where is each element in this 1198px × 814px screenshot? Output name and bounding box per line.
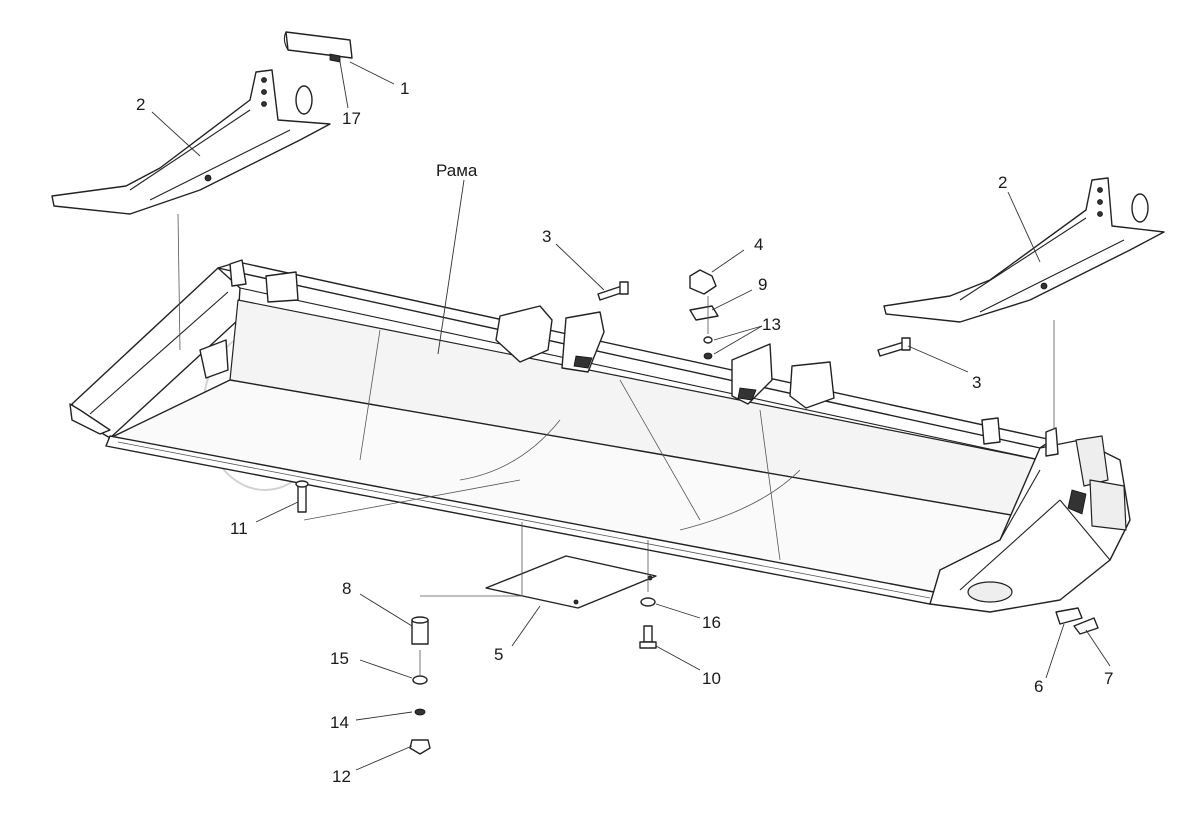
part-8-spacer: [411, 616, 429, 645]
callout-3-left: 3: [542, 227, 551, 246]
part-3-bolt-right: [877, 337, 911, 357]
callout-labels: 1 17 2 2 Рама 3 3 4 9 13 11 8 15 14 12 5…: [136, 79, 1113, 786]
callout-10: 10: [702, 669, 721, 688]
main-frame: [69, 259, 1131, 613]
callout-17: 17: [342, 109, 361, 128]
part-11-bolt: [295, 480, 309, 513]
part-15-washer: [412, 675, 428, 685]
callout-2-left: 2: [136, 95, 145, 114]
part-14-washer: [414, 708, 426, 716]
callout-8: 8: [342, 579, 351, 598]
callout-14: 14: [330, 713, 349, 732]
part-16-washer: [640, 597, 656, 607]
callout-1: 1: [400, 79, 409, 98]
callout-13: 13: [762, 315, 781, 334]
part-12-nut: [409, 739, 431, 755]
callout-16: 16: [702, 613, 721, 632]
part-1-cover: [283, 31, 353, 63]
callout-6: 6: [1034, 677, 1043, 696]
part-7-bracket: [1073, 617, 1099, 635]
callout-2-right: 2: [998, 173, 1007, 192]
callout-11: 11: [230, 519, 248, 538]
callout-4: 4: [754, 235, 763, 254]
callout-5: 5: [494, 645, 503, 664]
part-3-bolt-left: [597, 281, 629, 301]
callout-7: 7: [1104, 669, 1113, 688]
part-9-plate: [689, 305, 719, 321]
leader-lines: [151, 61, 1111, 771]
part-5-plate: [485, 555, 657, 609]
part-13-nuts: [703, 336, 713, 360]
frame-label: Рама: [436, 161, 478, 180]
callout-12: 12: [332, 767, 351, 786]
part-2-left-bracket: [51, 69, 331, 215]
part-2-right-bracket: [883, 177, 1165, 323]
part-4-clip: [689, 269, 717, 295]
callout-9: 9: [758, 275, 767, 294]
part-6-bracket: [1055, 607, 1083, 625]
part-10-bolt: [639, 625, 657, 649]
callout-15: 15: [330, 649, 349, 668]
callout-3-right: 3: [972, 373, 981, 392]
